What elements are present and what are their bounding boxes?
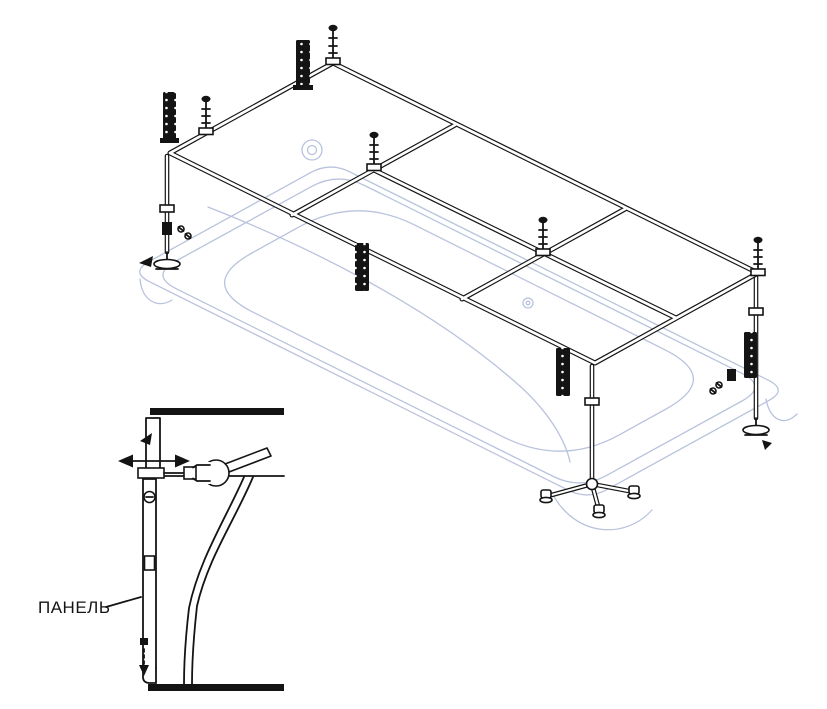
leg-adjuster-nut	[584, 397, 600, 406]
stud	[750, 236, 766, 277]
fixing-hardware	[139, 222, 772, 450]
arrow-icon	[762, 440, 772, 450]
adjustment-direction-arrow	[118, 454, 190, 468]
support-frame	[167, 60, 761, 366]
floor-section	[148, 684, 284, 691]
stud	[535, 216, 551, 257]
foot-pad	[742, 424, 770, 436]
tub-skirt-right	[765, 398, 798, 422]
leg-adjuster-nut	[748, 307, 764, 316]
stud	[198, 95, 214, 136]
bathtub-outline	[139, 139, 798, 531]
overflow-hole-icon	[301, 139, 323, 161]
leg-adjuster-nut	[159, 204, 175, 213]
tub-skirt-left	[139, 278, 173, 305]
corner-studs	[198, 24, 766, 277]
panel-bracket	[137, 467, 165, 479]
stud	[366, 131, 382, 172]
arrow-icon	[140, 433, 152, 445]
tripod-foot	[539, 477, 641, 519]
panel-section	[142, 478, 157, 669]
stud	[325, 24, 341, 66]
angle-clip	[162, 222, 172, 235]
wrench-icon	[183, 447, 272, 487]
arrow-icon	[139, 256, 153, 267]
nut-icon	[183, 466, 197, 480]
tub-rim-section	[150, 408, 284, 415]
panel-foot	[142, 667, 157, 684]
tub-wall-curve	[191, 476, 254, 685]
bottom-fixing	[140, 638, 148, 645]
panel-fastener	[143, 555, 156, 571]
angle-clip	[727, 369, 736, 381]
tub-skirt-near	[551, 492, 653, 531]
mounting-plates	[160, 40, 757, 396]
tripod-hub	[585, 477, 599, 491]
drain-hole-icon	[522, 297, 534, 309]
foot-pad	[153, 258, 181, 270]
panel-label: ПАНЕЛЬ	[38, 598, 111, 617]
panel-detail-inset: ПАНЕЛЬ	[38, 408, 285, 691]
label-leader-line	[105, 596, 142, 608]
tub-wall-curve	[183, 476, 245, 685]
arrow-down-icon	[139, 665, 149, 676]
